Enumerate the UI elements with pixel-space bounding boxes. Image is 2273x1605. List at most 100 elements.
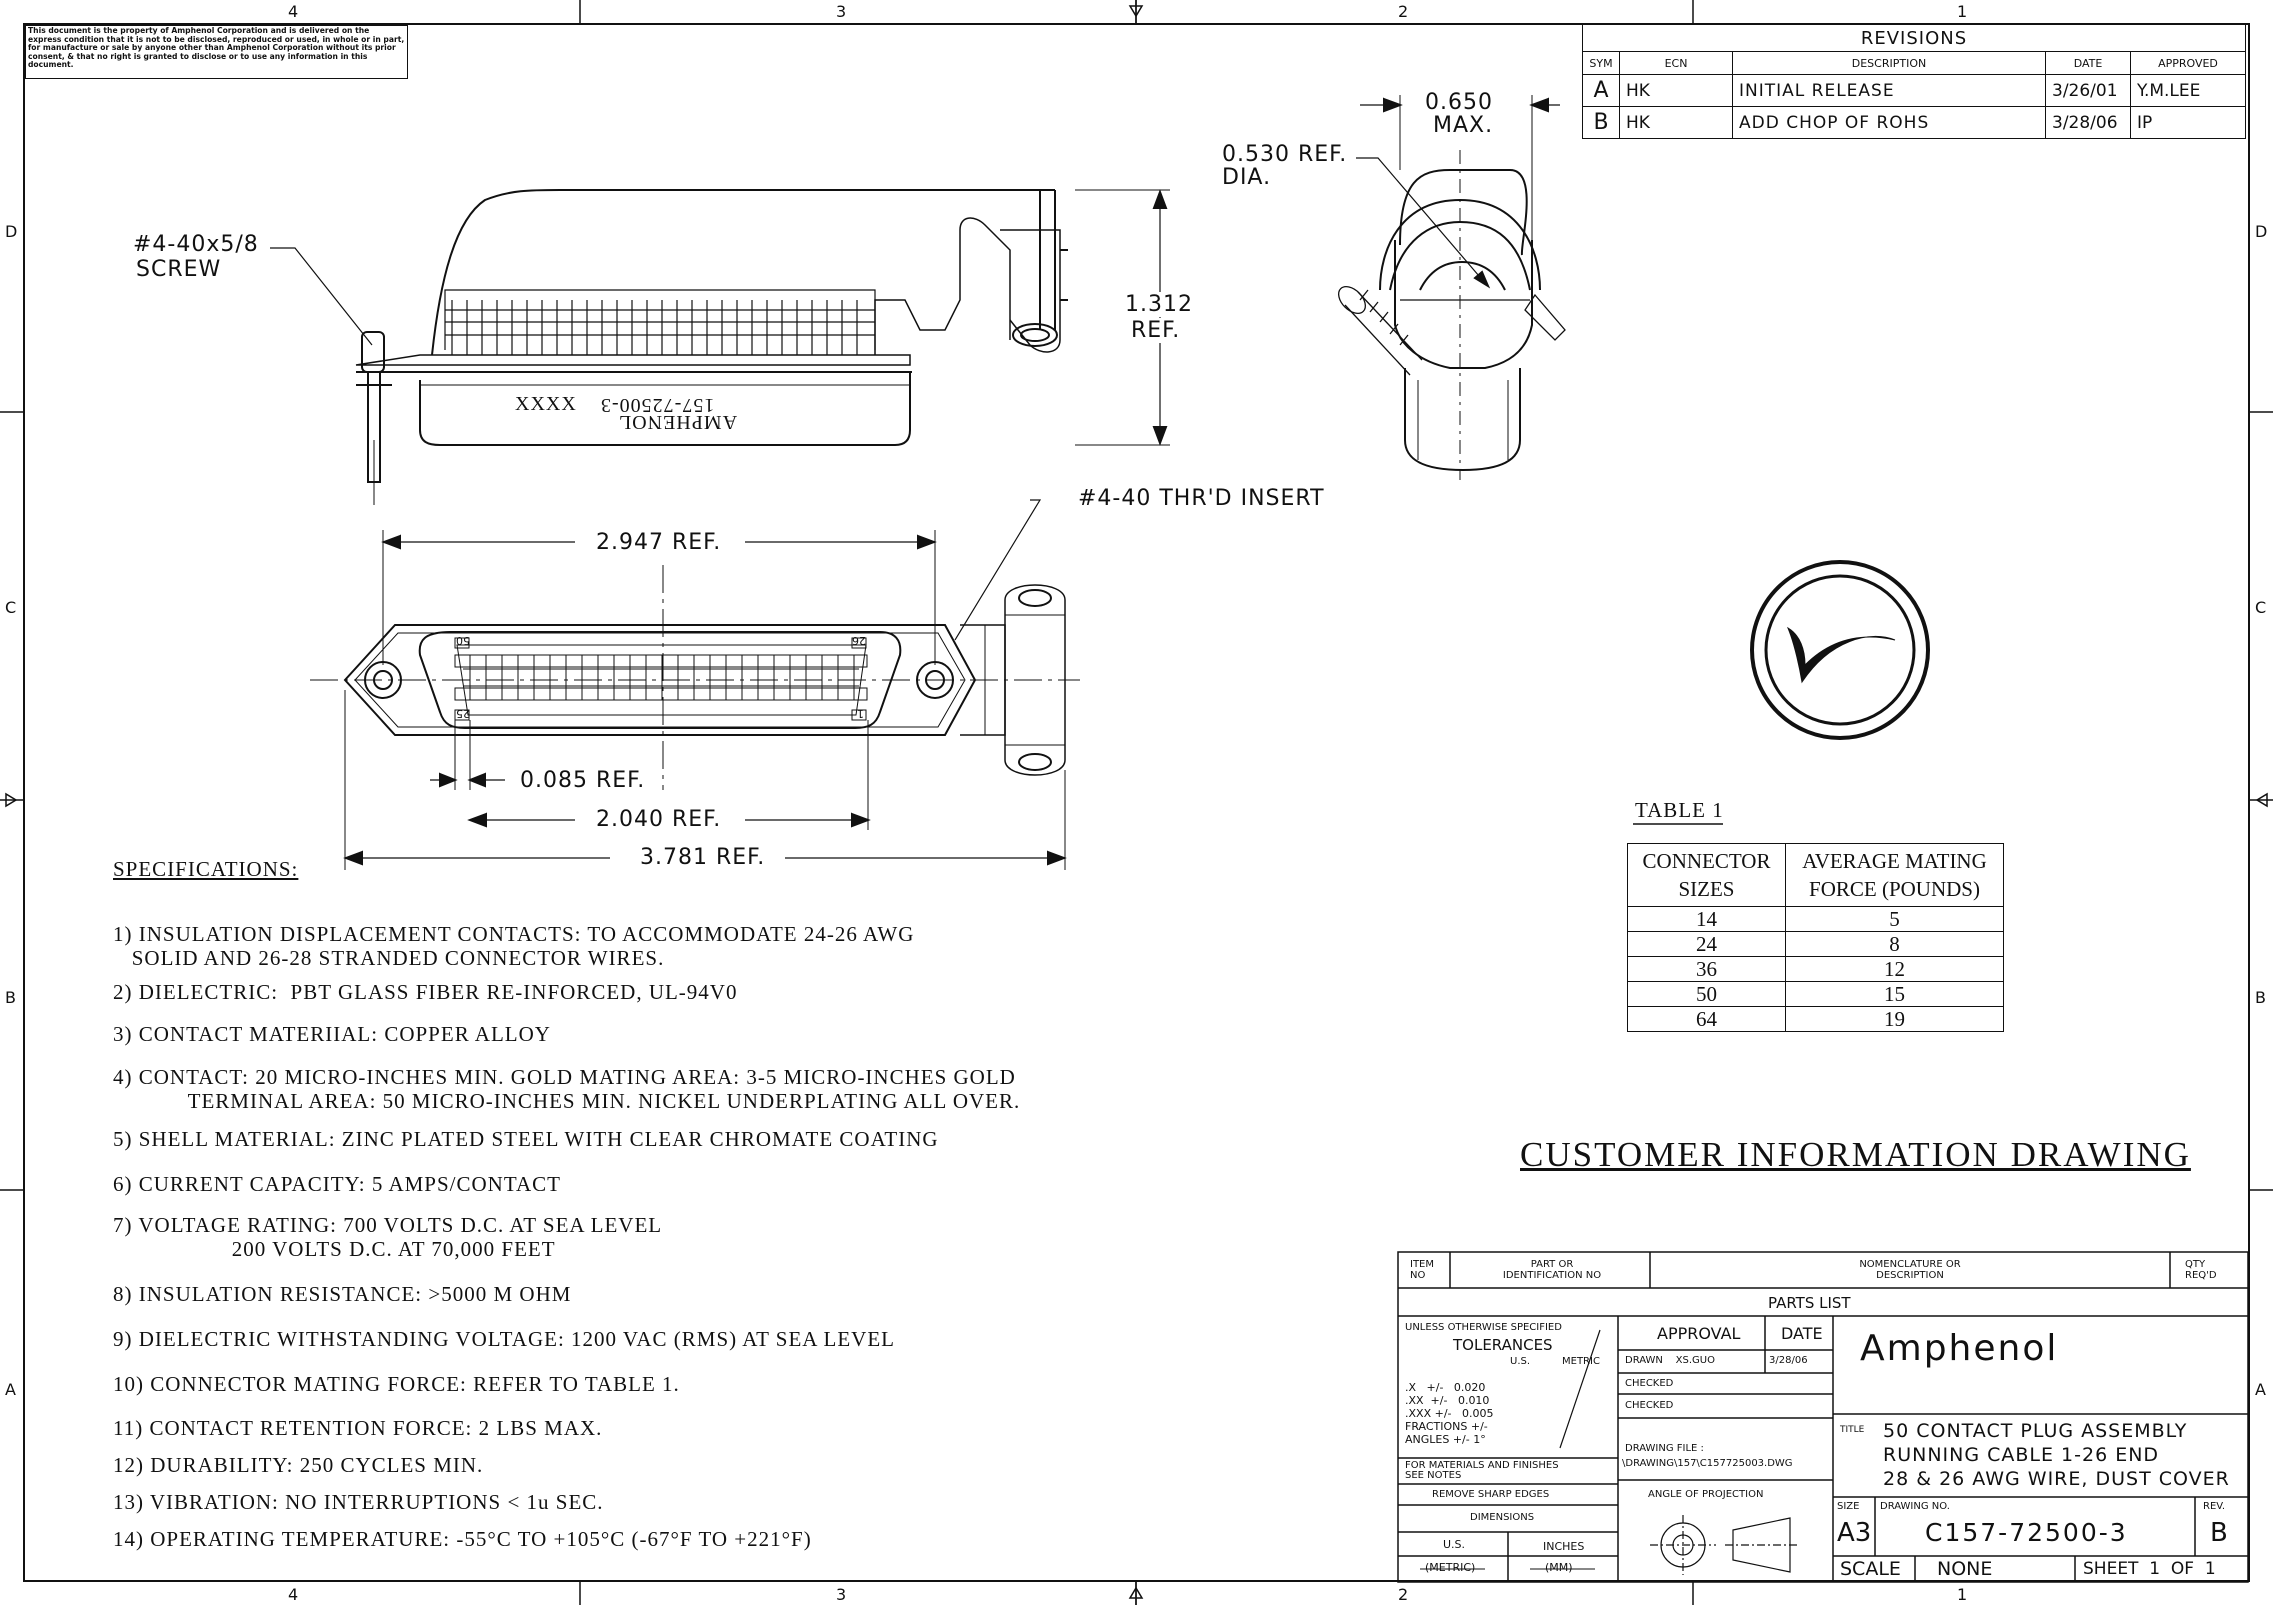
tb-size: A3 [1837, 1518, 1872, 1548]
dim-2040: 2.040 REF. [596, 807, 722, 832]
zone-row-c-left: C [5, 598, 17, 617]
tb-title-line-3: 28 & 26 AWG WIRE, DUST COVER [1883, 1468, 2230, 1490]
tb-part-id: PART OR IDENTIFICATION NO [1502, 1259, 1602, 1281]
spec-item: 12) DURABILITY: 250 CYCLES MIN. [113, 1453, 484, 1477]
tb-date-label: DATE [1781, 1324, 1823, 1343]
zone-row-d-left: D [5, 222, 18, 241]
tb-tol-xx: .XX +/- 0.010 [1405, 1394, 1490, 1407]
zone-col-1-bottom: 1 [1957, 1585, 1968, 1604]
rev-ecn: HK [1619, 74, 1733, 107]
dim-height: 1.312 [1125, 292, 1193, 317]
rev-description: ADD CHOP OF ROHS [1732, 106, 2046, 139]
table1-header-sizes: CONNECTOR SIZES [1627, 843, 1786, 907]
rev-sym: B [1582, 106, 1620, 139]
table1-size: 14 [1627, 906, 1786, 932]
tb-sheet: SHEET 1 OF 1 [2083, 1559, 2216, 1579]
dim-dia: 0.530 REF. [1222, 142, 1348, 167]
revisions-table: REVISIONS SYM ECN DESCRIPTION DATE APPRO… [1582, 24, 2246, 139]
screw-label-2: SCREW [136, 257, 222, 282]
tb-approval: APPROVAL [1657, 1324, 1741, 1343]
table1-force: 19 [1785, 1006, 2004, 1032]
zone-row-d-right: D [2255, 222, 2268, 241]
rev-header-date: DATE [2045, 51, 2131, 75]
projection-symbol-icon [1650, 1515, 1798, 1575]
tb-drawing-path: \DRAWING\157\C157725003.DWG [1622, 1458, 1793, 1469]
revision-row: B HK ADD CHOP OF ROHS 3/28/06 IP [1582, 106, 2246, 139]
proprietary-notice: This document is the property of Ampheno… [25, 25, 408, 79]
dim-height-ref: REF. [1131, 318, 1181, 343]
side-view [270, 189, 1170, 505]
tb-drawing-file: DRAWING FILE : [1625, 1443, 1704, 1454]
tb-drawn-date: 3/28/06 [1769, 1355, 1808, 1366]
tb-dim-us: U.S. [1443, 1538, 1466, 1551]
tb-size-label: SIZE [1837, 1501, 1860, 1512]
table1-caption: TABLE 1 [1635, 798, 1724, 822]
spec-item: 10) CONNECTOR MATING FORCE: REFER TO TAB… [113, 1372, 680, 1396]
spec-item: 3) CONTACT MATERIIAL: COPPER ALLOY [113, 1022, 551, 1046]
zone-col-4-top: 4 [288, 2, 299, 21]
tb-tol-xxx: .XXX +/- 0.005 [1405, 1407, 1494, 1420]
zone-col-1-top: 1 [1957, 2, 1968, 21]
tb-dim-inches: INCHES [1543, 1540, 1585, 1553]
rev-approved: Y.M.LEE [2130, 74, 2246, 107]
table1-force: 12 [1785, 956, 2004, 982]
rev-date: 3/28/06 [2045, 106, 2131, 139]
rev-header-ecn: ECN [1619, 51, 1733, 75]
tb-qty: QTY REQ'D [2185, 1259, 2217, 1281]
tb-rev: B [2210, 1518, 2228, 1548]
screw [356, 331, 392, 505]
table1-caption-underline [1633, 823, 1723, 825]
tb-tol-x: .X +/- 0.020 [1405, 1381, 1486, 1394]
dim-2947: 2.947 REF. [596, 530, 722, 555]
tb-us: U.S. [1510, 1356, 1531, 1367]
tb-angle-projection: ANGLE OF PROJECTION [1648, 1489, 1764, 1500]
spec-item: 8) INSULATION RESISTANCE: >5000 M OHM [113, 1282, 572, 1306]
zone-col-2-bottom: 2 [1398, 1585, 1409, 1604]
tb-angles: ANGLES +/- 1° [1405, 1433, 1486, 1446]
rev-ecn: HK [1619, 106, 1733, 139]
dim-dia-2: DIA. [1222, 165, 1272, 190]
rev-header-sym: SYM [1582, 51, 1620, 75]
tb-company: Amphenol [1860, 1328, 2059, 1369]
rev-date: 3/26/01 [2045, 74, 2131, 107]
tb-dimensions: DIMENSIONS [1470, 1512, 1535, 1523]
tb-scale: NONE [1937, 1558, 1993, 1580]
zone-row-b-left: B [5, 988, 16, 1007]
tb-fractions: FRACTIONS +/- [1405, 1420, 1488, 1433]
zone-col-3-bottom: 3 [836, 1585, 847, 1604]
tb-drawing-no: C157-72500-3 [1925, 1518, 2128, 1547]
tb-dim-metric: (METRIC) [1425, 1561, 1476, 1574]
end-view [1338, 95, 1566, 480]
table1-force: 8 [1785, 931, 2004, 957]
specifications-title: SPECIFICATIONS: [113, 857, 299, 881]
tb-drawing-no-label: DRAWING NO. [1880, 1501, 1950, 1512]
tb-tolerances: TOLERANCES [1453, 1336, 1553, 1354]
spec-item: 13) VIBRATION: NO INTERRUPTIONS < 1u SEC… [113, 1490, 604, 1514]
front-view [310, 499, 1080, 870]
spec-item: 1) INSULATION DISPLACEMENT CONTACTS: TO … [113, 922, 915, 970]
drawing-border [23, 23, 2250, 1582]
dim-3781: 3.781 REF. [640, 845, 766, 870]
screw-label: #4-40x5/8 [133, 232, 259, 257]
tb-title-line-2: RUNNING CABLE 1-26 END [1883, 1444, 2160, 1466]
spec-item: 9) DIELECTRIC WITHSTANDING VOLTAGE: 1200… [113, 1327, 896, 1351]
customer-information-drawing-title: CUSTOMER INFORMATION DRAWING [1520, 1135, 2191, 1174]
rev-description: INITIAL RELEASE [1732, 74, 2046, 107]
tb-title-line-1: 50 CONTACT PLUG ASSEMBLY [1883, 1420, 2188, 1442]
zone-row-b-right: B [2255, 988, 2266, 1007]
rev-approved: IP [2130, 106, 2246, 139]
tb-scale-label: SCALE [1840, 1558, 1901, 1580]
spec-item: 11) CONTACT RETENTION FORCE: 2 LBS MAX. [113, 1416, 603, 1440]
mating-force-table: CONNECTOR SIZES AVERAGE MATING FORCE (PO… [1627, 843, 2004, 1032]
table1-size: 50 [1627, 981, 1786, 1007]
zone-row-a-right: A [2255, 1380, 2266, 1399]
tb-nomenclature: NOMENCLATURE OR DESCRIPTION [1859, 1259, 1961, 1281]
rev-sym: A [1582, 74, 1620, 107]
amphenol-logo-icon [1750, 560, 1930, 740]
